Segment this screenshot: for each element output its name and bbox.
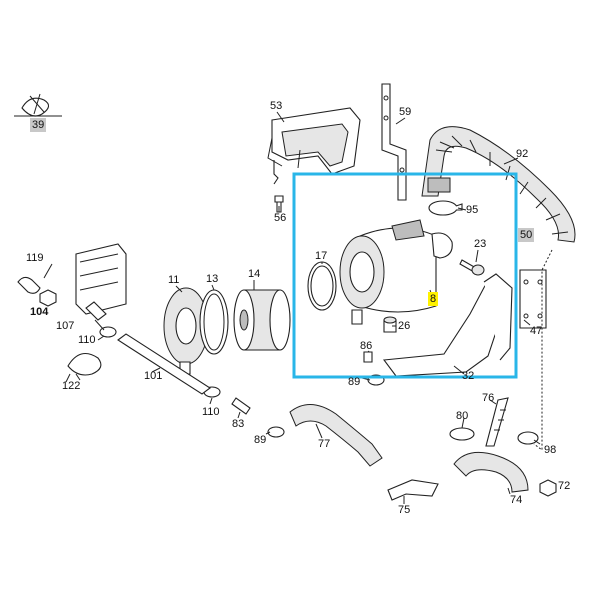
label-76[interactable]: 76 (482, 392, 495, 404)
label-14[interactable]: 14 (248, 268, 261, 280)
label-8-selected[interactable]: 8 (428, 292, 439, 306)
label-83[interactable]: 83 (232, 418, 245, 430)
highlight-box (292, 172, 518, 379)
part-26-cap-drawing[interactable] (383, 316, 397, 333)
label-77[interactable]: 77 (318, 438, 331, 450)
label-26[interactable]: 26 (398, 320, 411, 332)
label-11[interactable]: 11 (168, 274, 180, 286)
part-95-clamp-drawing[interactable] (428, 200, 463, 216)
part-59-bracket-drawing[interactable] (381, 83, 407, 201)
label-101[interactable]: 101 (144, 370, 163, 382)
label-110-top[interactable]: 110 (78, 334, 96, 346)
label-23[interactable]: 23 (474, 238, 487, 250)
label-53[interactable]: 53 (270, 100, 283, 112)
part-72-nut-drawing[interactable] (539, 479, 557, 497)
label-98[interactable]: 98 (544, 444, 557, 456)
part-13-ring-drawing[interactable] (199, 289, 229, 355)
label-39[interactable]: 39 (30, 118, 47, 132)
part-32-bracket-drawing[interactable] (382, 269, 547, 377)
part-107-hose-drawing[interactable] (85, 301, 107, 321)
part-92-corrugated-hose-drawing[interactable] (421, 126, 576, 243)
part-76-bracket-drawing[interactable] (485, 397, 509, 447)
label-89-upper[interactable]: 89 (348, 376, 361, 388)
part-89-clamp-drawing[interactable] (267, 374, 385, 438)
engine-block-drawing (75, 243, 127, 315)
label-95[interactable]: 95 (466, 204, 479, 216)
label-74[interactable]: 74 (510, 494, 523, 506)
label-86[interactable]: 86 (360, 340, 373, 352)
label-104[interactable]: 104 (30, 306, 49, 318)
part-53-intake-duct-drawing[interactable] (267, 107, 361, 185)
label-13[interactable]: 13 (206, 273, 219, 285)
part-101-pipe-drawing[interactable] (117, 333, 211, 395)
label-17[interactable]: 17 (315, 250, 328, 262)
label-32[interactable]: 32 (462, 370, 475, 382)
part-104-nut-drawing[interactable] (39, 289, 57, 307)
label-122[interactable]: 122 (62, 380, 81, 392)
part-75-bracket-drawing[interactable] (387, 479, 439, 501)
part-11-cover-drawing[interactable] (163, 287, 209, 375)
part-14-filter-element-drawing[interactable] (233, 289, 291, 351)
label-72[interactable]: 72 (558, 480, 571, 492)
label-92[interactable]: 92 (516, 148, 529, 160)
label-89-lower[interactable]: 89 (254, 434, 267, 446)
part-23-screw-drawing[interactable] (459, 259, 485, 276)
label-110-bottom[interactable]: 110 (202, 406, 220, 418)
label-50[interactable]: 50 (518, 228, 535, 242)
part-8-filter-housing-drawing[interactable] (339, 219, 453, 325)
label-107[interactable]: 107 (56, 320, 75, 332)
part-74-hose-drawing[interactable] (453, 451, 529, 493)
label-119[interactable]: 119 (26, 252, 44, 264)
part-122-strap-clip-drawing[interactable] (65, 352, 102, 383)
part-39-clip-drawing[interactable] (14, 93, 62, 117)
part-77-hose-drawing[interactable] (289, 404, 383, 467)
leader-lines (43, 111, 557, 504)
part-119-clamp-drawing[interactable] (17, 276, 41, 294)
label-75[interactable]: 75 (398, 504, 411, 516)
part-80-clamp-drawing[interactable] (449, 427, 475, 441)
label-80[interactable]: 80 (456, 410, 469, 422)
part-86-small-part-drawing[interactable] (363, 351, 373, 363)
part-17-gasket-drawing[interactable] (307, 261, 337, 311)
part-83-hose-drawing[interactable] (231, 397, 251, 415)
label-56[interactable]: 56 (274, 212, 287, 224)
part-98-clamp-drawing[interactable] (517, 431, 539, 445)
label-59[interactable]: 59 (399, 106, 412, 118)
label-47[interactable]: 47 (530, 325, 543, 337)
